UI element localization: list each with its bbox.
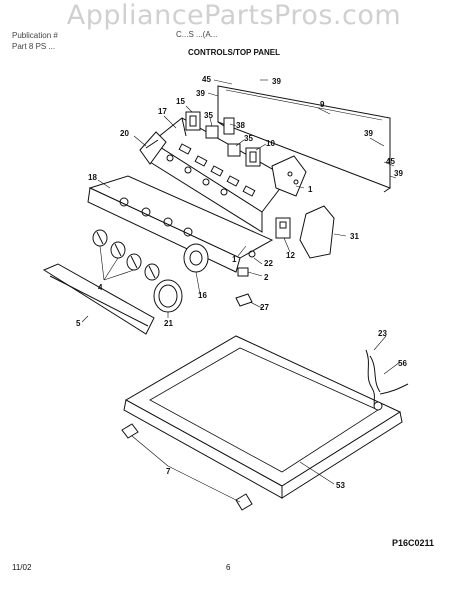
callout-45: 45 <box>386 157 395 166</box>
callout-39: 39 <box>272 77 281 86</box>
callout-35: 35 <box>204 111 213 120</box>
callout-1: 1 <box>308 185 313 194</box>
callout-10: 10 <box>266 139 275 148</box>
callout-56: 56 <box>398 359 407 368</box>
header-left-line2: Part 8 PS ... <box>12 42 56 51</box>
callout-35: 35 <box>244 134 253 143</box>
control-knobs <box>92 229 160 281</box>
lid-hinges <box>121 423 253 511</box>
callout-16: 16 <box>198 291 207 300</box>
wire-harness <box>365 349 409 411</box>
switch-modules <box>185 111 261 167</box>
timer-knob <box>183 243 209 273</box>
leader-lines <box>81 79 401 503</box>
console-back-panel <box>217 85 391 193</box>
callout-18: 18 <box>88 173 97 182</box>
callout-labels: 45 39 39 9 15 17 35 38 20 35 10 39 45 39… <box>76 75 407 490</box>
top-panel <box>123 335 403 499</box>
callout-53: 53 <box>336 481 345 490</box>
callout-1: 1 <box>232 255 237 264</box>
callout-20: 20 <box>120 129 129 138</box>
callout-12: 12 <box>286 251 295 260</box>
callout-5: 5 <box>76 319 81 328</box>
header-left-line1: Publication # <box>12 31 58 40</box>
callout-39: 39 <box>364 129 373 138</box>
trim-strip <box>42 263 155 335</box>
control-board-bracket <box>271 155 307 197</box>
callout-9: 9 <box>320 100 325 109</box>
end-cap-right <box>275 205 335 259</box>
callout-27: 27 <box>260 303 269 312</box>
page-number: 6 <box>226 563 231 572</box>
callout-21: 21 <box>164 319 173 328</box>
callout-23: 23 <box>378 329 387 338</box>
section-title: CONTROLS/TOP PANEL <box>187 48 280 57</box>
drawing-code: P16C0211 <box>392 538 435 548</box>
end-cap-left <box>139 131 167 165</box>
callout-4: 4 <box>98 283 103 292</box>
callout-39: 39 <box>196 89 205 98</box>
header-publication: Publication # Part 8 PS ... <box>12 30 58 52</box>
header-model: C...S ...(A... <box>176 30 218 39</box>
callout-22: 22 <box>264 259 273 268</box>
knob-skirt <box>153 279 183 313</box>
callout-39: 39 <box>394 169 403 178</box>
callout-38: 38 <box>236 121 245 130</box>
callout-17: 17 <box>158 107 167 116</box>
callout-15: 15 <box>176 97 185 106</box>
watermark: AppliancePartsPros.com <box>66 0 402 31</box>
callout-31: 31 <box>350 232 359 241</box>
callout-2: 2 <box>264 273 269 282</box>
lid-switch <box>235 293 253 307</box>
callout-7: 7 <box>166 467 171 476</box>
publication-date: 11/02 <box>12 563 32 572</box>
callout-45: 45 <box>202 75 211 84</box>
